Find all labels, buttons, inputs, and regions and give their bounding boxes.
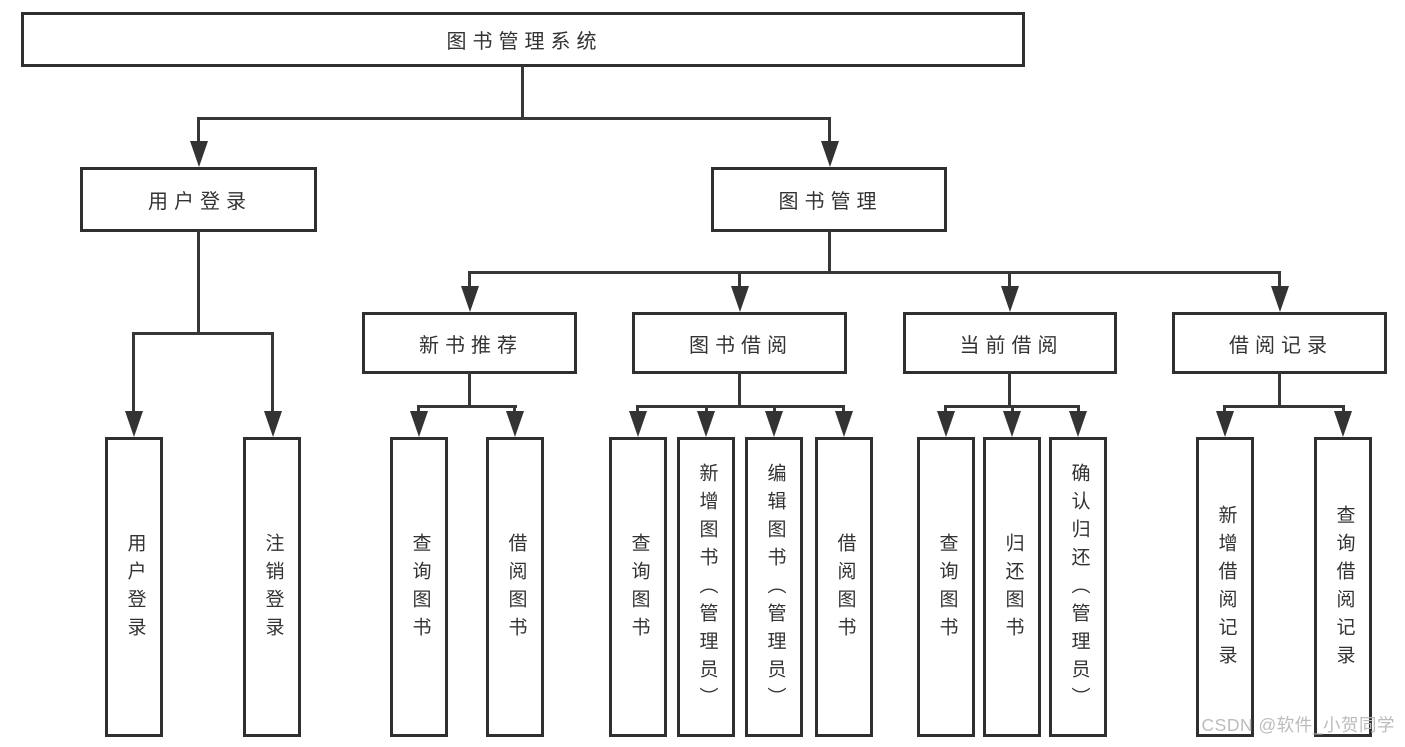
arrow-down-icon xyxy=(125,411,143,437)
arrow-down-icon xyxy=(731,286,749,312)
connector-leaf-stem xyxy=(1077,405,1080,415)
leaf-confirm-return-admin: 确认归还（管理员） xyxy=(1049,437,1107,737)
connector-group-hline xyxy=(637,405,844,408)
connector-root-hline xyxy=(197,117,831,120)
leaf-label: 查询图书 xyxy=(936,533,958,645)
connector-mgmt-hline xyxy=(468,271,1281,274)
leaf-label: 新增图书（管理员） xyxy=(696,463,718,715)
leaf-query-books-recommend: 查询图书 xyxy=(390,437,448,737)
leaf-label: 查询借阅记录 xyxy=(1333,505,1355,673)
leaf-label: 新增借阅记录 xyxy=(1215,505,1237,673)
node-label: 借阅记录 xyxy=(1229,334,1333,357)
arrow-down-icon xyxy=(1069,411,1087,437)
leaf-logout-login: 注销登录 xyxy=(243,437,301,737)
arrow-down-icon xyxy=(835,411,853,437)
node-new-book-recommendation: 新书推荐 xyxy=(362,312,577,374)
leaf-label: 借阅图书 xyxy=(505,533,527,645)
leaf-add-books-admin: 新增图书（管理员） xyxy=(677,437,735,737)
leaf-label: 编辑图书（管理员） xyxy=(764,463,786,715)
connector-user-login-stem xyxy=(197,117,200,145)
node-label: 当前借阅 xyxy=(959,334,1064,357)
connector-leaf-stem xyxy=(1223,405,1226,415)
connector-branch-stem xyxy=(1278,271,1281,289)
node-root-label: 图书管理系统 xyxy=(446,31,603,53)
arrow-down-icon xyxy=(461,286,479,312)
arrow-down-icon xyxy=(506,411,524,437)
node-book-borrowing: 图书借阅 xyxy=(632,312,847,374)
connector-group-stem xyxy=(1278,372,1281,407)
connector-group-hline xyxy=(418,405,517,408)
leaf-borrow-books-recommend: 借阅图书 xyxy=(486,437,544,737)
connector-leaf-stem xyxy=(636,405,639,415)
arrow-down-icon xyxy=(1003,411,1021,437)
connector-group-stem xyxy=(468,372,471,407)
arrow-down-icon xyxy=(410,411,428,437)
connector-branch-stem xyxy=(468,271,471,289)
leaf-label: 借阅图书 xyxy=(834,533,856,645)
connector-branch-stem xyxy=(1008,271,1011,289)
node-label: 新书推荐 xyxy=(419,334,523,357)
connector-mgmt-stem xyxy=(828,231,831,273)
leaf-borrow-books-borrowing: 借阅图书 xyxy=(815,437,873,737)
node-book-management-label: 图书管理 xyxy=(778,191,883,213)
leaf-add-borrow-record: 新增借阅记录 xyxy=(1196,437,1254,737)
arrow-down-icon xyxy=(264,411,282,437)
node-user-login: 用户登录 xyxy=(80,167,317,232)
leaf-label: 归还图书 xyxy=(1002,533,1024,645)
leaf-label: 查询图书 xyxy=(409,533,431,645)
connector-leaf-stem xyxy=(773,405,776,415)
leaf-query-books-current: 查询图书 xyxy=(917,437,975,737)
node-user-login-label: 用户登录 xyxy=(148,191,252,213)
node-current-borrowing: 当前借阅 xyxy=(903,312,1117,374)
connector-group-stem xyxy=(1008,372,1011,407)
arrow-down-icon xyxy=(821,141,839,167)
leaf-label: 注销登录 xyxy=(262,533,284,645)
node-book-management: 图书管理 xyxy=(711,167,947,232)
connector-group-stem xyxy=(738,372,741,407)
csdn-watermark: CSDN @软件_小贺同学 xyxy=(1201,715,1395,735)
leaf-user-login: 用户登录 xyxy=(105,437,163,737)
connector-leaf-stem xyxy=(842,405,845,415)
leaf-label: 查询图书 xyxy=(628,533,650,645)
connector-book-mgmt-stem xyxy=(828,117,831,145)
connector-leaf-stem xyxy=(705,405,708,415)
leaf-label: 用户登录 xyxy=(124,533,146,645)
connector-leaf-stem xyxy=(1342,405,1345,415)
node-root: 图书管理系统 xyxy=(21,12,1025,67)
leaf-query-books-borrowing: 查询图书 xyxy=(609,437,667,737)
arrow-down-icon xyxy=(1271,286,1289,312)
connector-user-hline xyxy=(132,332,274,335)
leaf-query-borrow-record: 查询借阅记录 xyxy=(1314,437,1372,737)
arrow-down-icon xyxy=(765,411,783,437)
node-borrowing-records: 借阅记录 xyxy=(1172,312,1387,374)
connector-leaf-stem xyxy=(132,332,135,412)
arrow-down-icon xyxy=(190,141,208,167)
connector-leaf-stem xyxy=(513,405,516,415)
arrow-down-icon xyxy=(697,411,715,437)
leaf-label: 确认归还（管理员） xyxy=(1068,463,1090,715)
arrow-down-icon xyxy=(1334,411,1352,437)
connector-root-stem xyxy=(521,66,524,119)
leaf-return-books: 归还图书 xyxy=(983,437,1041,737)
connector-branch-stem xyxy=(738,271,741,289)
leaf-edit-books-admin: 编辑图书（管理员） xyxy=(745,437,803,737)
connector-leaf-stem xyxy=(1011,405,1014,415)
connector-leaf-stem xyxy=(417,405,420,415)
connector-leaf-stem xyxy=(271,332,274,412)
node-label: 图书借阅 xyxy=(689,334,793,357)
arrow-down-icon xyxy=(1216,411,1234,437)
connector-group-hline xyxy=(1224,405,1345,408)
arrow-down-icon xyxy=(629,411,647,437)
connector-leaf-stem xyxy=(944,405,947,415)
arrow-down-icon xyxy=(1001,286,1019,312)
connector-user-stem xyxy=(197,231,200,334)
arrow-down-icon xyxy=(937,411,955,437)
